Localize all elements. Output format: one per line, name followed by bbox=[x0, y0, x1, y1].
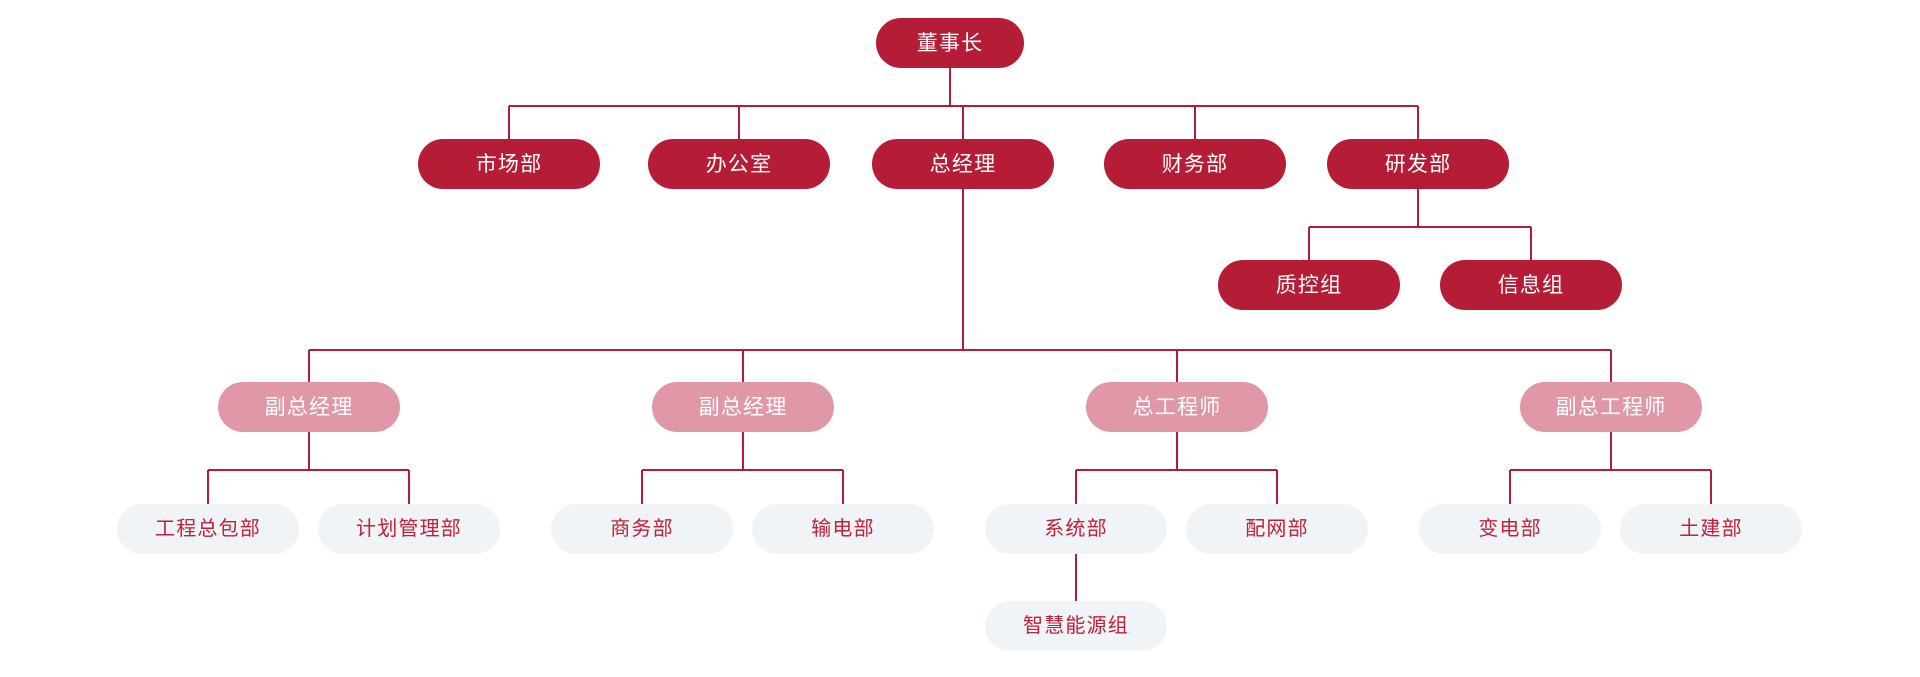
org-node-label: 信息组 bbox=[1497, 273, 1565, 297]
org-node-label: 总经理 bbox=[929, 152, 997, 176]
org-node-n10[interactable]: 总工程师 bbox=[1086, 382, 1268, 432]
org-node-label: 副总工程师 bbox=[1555, 395, 1667, 419]
org-node-label: 计划管理部 bbox=[356, 518, 462, 540]
org-node-label: 工程总包部 bbox=[155, 518, 261, 540]
org-node-label: 变电部 bbox=[1478, 518, 1542, 540]
org-node-label: 副总经理 bbox=[264, 395, 354, 419]
org-node-n4[interactable]: 财务部 bbox=[1104, 139, 1286, 189]
org-node-label: 董事长 bbox=[916, 31, 984, 55]
org-node-label: 输电部 bbox=[811, 518, 875, 540]
org-node-n9[interactable]: 副总经理 bbox=[652, 382, 834, 432]
org-node-label: 办公室 bbox=[705, 152, 773, 176]
org-node-n5[interactable]: 研发部 bbox=[1327, 139, 1509, 189]
org-node-label: 土建部 bbox=[1679, 518, 1743, 540]
org-node-label: 财务部 bbox=[1161, 152, 1229, 176]
org-node-label: 副总经理 bbox=[698, 395, 788, 419]
org-node-n14[interactable]: 商务部 bbox=[551, 504, 733, 554]
org-node-n6[interactable]: 质控组 bbox=[1218, 260, 1400, 310]
org-node-n11[interactable]: 副总工程师 bbox=[1520, 382, 1702, 432]
org-node-n13[interactable]: 计划管理部 bbox=[318, 504, 500, 554]
org-node-label: 配网部 bbox=[1245, 518, 1309, 540]
org-node-label: 总工程师 bbox=[1132, 395, 1222, 419]
org-node-n2[interactable]: 办公室 bbox=[648, 139, 830, 189]
org-node-n18[interactable]: 变电部 bbox=[1419, 504, 1601, 554]
org-node-n20[interactable]: 智慧能源组 bbox=[985, 601, 1167, 651]
org-node-n19[interactable]: 土建部 bbox=[1620, 504, 1802, 554]
org-node-n1[interactable]: 市场部 bbox=[418, 139, 600, 189]
org-node-label: 智慧能源组 bbox=[1023, 615, 1129, 637]
org-node-label: 系统部 bbox=[1044, 518, 1108, 540]
org-node-n16[interactable]: 系统部 bbox=[985, 504, 1167, 554]
org-node-n17[interactable]: 配网部 bbox=[1186, 504, 1368, 554]
org-node-n12[interactable]: 工程总包部 bbox=[117, 504, 299, 554]
org-node-label: 质控组 bbox=[1275, 273, 1343, 297]
org-node-n3[interactable]: 总经理 bbox=[872, 139, 1054, 189]
org-node-label: 市场部 bbox=[475, 152, 543, 176]
org-node-n15[interactable]: 输电部 bbox=[752, 504, 934, 554]
org-node-n7[interactable]: 信息组 bbox=[1440, 260, 1622, 310]
org-node-label: 商务部 bbox=[610, 518, 674, 540]
org-node-label: 研发部 bbox=[1384, 152, 1452, 176]
org-node-n0[interactable]: 董事长 bbox=[876, 18, 1024, 68]
org-node-n8[interactable]: 副总经理 bbox=[218, 382, 400, 432]
